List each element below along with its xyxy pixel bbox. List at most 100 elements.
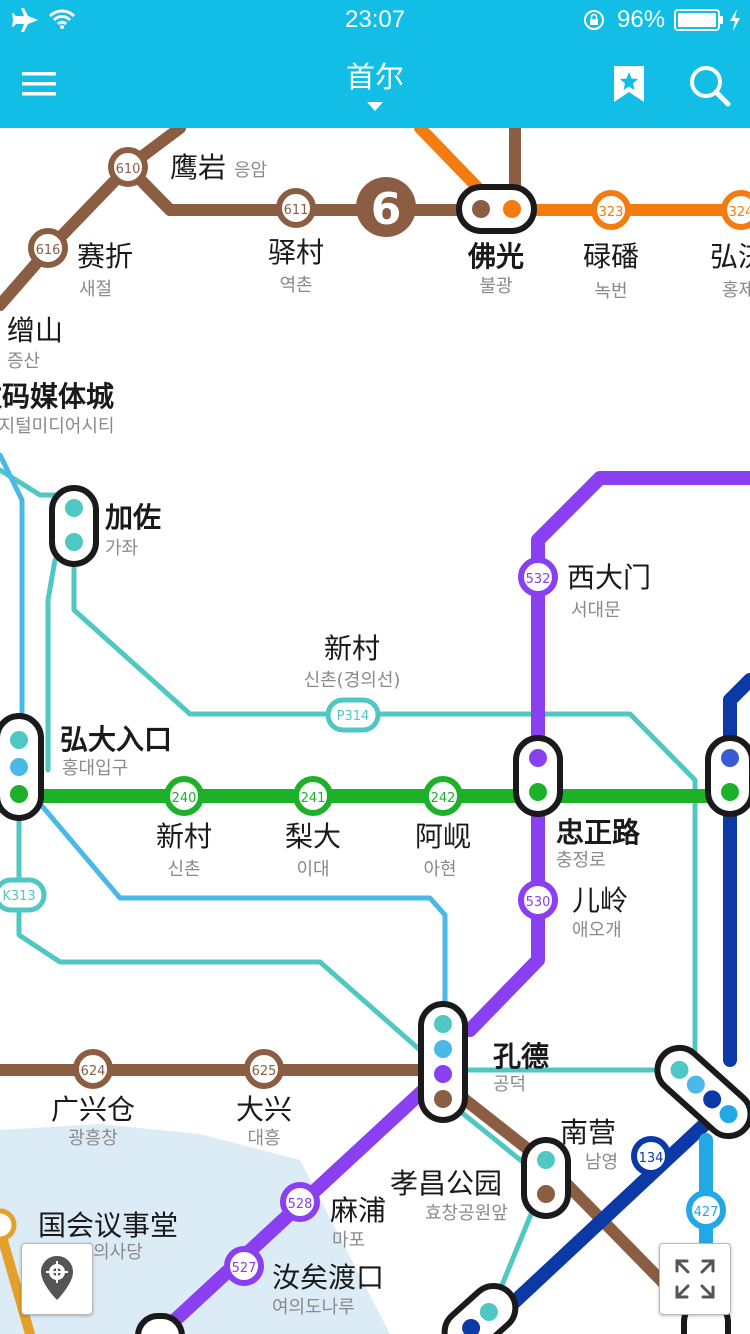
- label-sinchon-gyeongui: 新村: [324, 632, 380, 665]
- dropdown-caret-icon: [367, 102, 383, 111]
- bookmark-star-icon[interactable]: [612, 64, 646, 104]
- gyeongui-to-hongik: [45, 557, 58, 773]
- station-marker-323: [591, 190, 631, 230]
- transfer-chungjeongno: [513, 735, 563, 817]
- label-dmc-ko: 디지털미디어시티: [0, 416, 114, 437]
- label-gwangheungchang: 广兴仓: [51, 1093, 135, 1126]
- label-jeungsan: 缯山: [7, 314, 63, 347]
- station-marker-324: [721, 190, 750, 230]
- label-saejeol: 赛折: [77, 240, 133, 273]
- line5-north: [463, 471, 750, 1037]
- fullscreen-icon: [675, 1259, 715, 1299]
- label-yeouinaru-ko: 여의도나루: [272, 1297, 355, 1318]
- station-marker-610: [108, 147, 148, 187]
- label-namyeong: 南营: [560, 1116, 616, 1149]
- label-namyeong-ko: 남영: [585, 1152, 618, 1173]
- line1-south: [473, 1103, 727, 1334]
- label-eungam-ko: 응암: [234, 160, 267, 181]
- label-chungjeongno-ko: 충정로: [556, 850, 606, 871]
- station-marker-k313: [0, 877, 47, 913]
- label-saejeol-ko: 새절: [79, 279, 112, 300]
- transfer-gajwa: [49, 485, 99, 567]
- station-marker-242: [423, 776, 463, 816]
- label-nokbeon: 碌磻: [583, 240, 639, 273]
- status-bar: 23:07 96%: [0, 0, 750, 40]
- station-marker-241: [293, 776, 333, 816]
- label-chungjeongno: 忠正路: [556, 816, 641, 849]
- label-gongdeok: 孔德: [493, 1040, 549, 1073]
- gyeongui-south: [16, 787, 443, 1073]
- code-242: 242: [431, 791, 456, 806]
- transfer-yongsan: [654, 1044, 750, 1140]
- transfer-gongdeok: [418, 1001, 468, 1123]
- label-ahyeon-ko: 아현: [423, 859, 456, 880]
- locate-icon: [41, 1256, 73, 1300]
- battery-icon: [674, 9, 723, 31]
- station-marker-625: [244, 1049, 284, 1089]
- code-427: 427: [694, 1205, 719, 1220]
- label-mapo: 麻浦: [330, 1194, 386, 1227]
- label-nokbeon-ko: 녹번: [594, 281, 627, 302]
- code-241: 241: [301, 791, 326, 806]
- label-gajwa-ko: 가좌: [105, 538, 138, 559]
- label-sinchon-gyeongui-ko: 신촌(경의선): [304, 670, 401, 691]
- label-seodaemun-ko: 서대문: [571, 600, 621, 621]
- label-hyochang: 孝昌公园: [390, 1167, 502, 1200]
- locate-button[interactable]: [21, 1243, 93, 1315]
- airport-south: [17, 777, 448, 1023]
- label-yeouinaru: 汝矣渡口: [272, 1261, 384, 1294]
- station-marker-532: [518, 557, 558, 597]
- line3: [414, 128, 486, 196]
- transfer-bulgwang: [456, 184, 537, 234]
- rotation-lock-icon: [584, 10, 604, 30]
- label-sinchon-ko: 신촌: [167, 859, 200, 880]
- clock: 23:07: [345, 6, 406, 33]
- menu-icon[interactable]: [22, 70, 58, 98]
- code-p314: P314: [337, 709, 370, 724]
- code-532: 532: [526, 572, 551, 587]
- subway-map[interactable]: 610 616 611 6 323 324 532 P314 240 241 2…: [0, 128, 750, 1334]
- code-625: 625: [252, 1064, 277, 1079]
- city-title: 首尔: [345, 60, 404, 94]
- label-ewha-ko: 이대: [296, 859, 329, 880]
- code-k313: K313: [2, 889, 35, 904]
- label-mapo-ko: 마포: [332, 1230, 365, 1251]
- station-marker-134: [631, 1136, 671, 1176]
- code-610: 610: [116, 162, 141, 177]
- label-assembly: 国会议事堂: [38, 1209, 178, 1242]
- code-616: 616: [36, 243, 61, 258]
- code-624: 624: [81, 1064, 106, 1079]
- station-labels: 鹰岩 응암 赛折 새절 驿村 역촌 佛光 불광 碌磻 녹번 弘济 홍제 缯山 증…: [0, 151, 750, 1318]
- code-528: 528: [288, 1197, 313, 1212]
- station-marker-611: [276, 188, 316, 228]
- airport-west: [0, 452, 25, 743]
- code-530: 530: [526, 895, 551, 910]
- label-aeogae: 儿岭: [572, 884, 628, 917]
- city-selector[interactable]: 首尔: [325, 54, 425, 116]
- label-yeokchon-ko: 역촌: [279, 275, 312, 296]
- nav-bar: 首尔: [0, 40, 750, 128]
- label-seodaemun: 西大门: [567, 561, 651, 594]
- orange-west: [0, 1225, 35, 1334]
- label-daeheung: 大兴: [236, 1093, 292, 1126]
- label-hyochang-ko: 효창공원앞: [425, 1203, 508, 1224]
- code-134: 134: [639, 1151, 664, 1166]
- label-hongik: 弘大入口: [60, 723, 172, 756]
- line6-badge-text: 6: [371, 184, 402, 235]
- airplane-icon: [12, 8, 38, 32]
- battery-percent: 96%: [617, 6, 666, 33]
- label-aeogae-ko: 애오개: [572, 920, 622, 941]
- label-ahyeon: 阿岘: [415, 820, 471, 853]
- label-yeokchon: 驿村: [268, 236, 324, 269]
- code-611: 611: [284, 203, 309, 218]
- code-324: 324: [729, 205, 750, 220]
- search-icon[interactable]: [688, 64, 732, 108]
- line6-badge: [356, 177, 416, 237]
- fullscreen-button[interactable]: [659, 1243, 731, 1315]
- code-240: 240: [172, 791, 197, 806]
- label-hongje-ko: 홍제: [722, 280, 750, 301]
- station-marker-616: [28, 228, 68, 268]
- code-527: 527: [232, 1261, 257, 1276]
- station-marker-p314: [325, 697, 381, 733]
- label-daeheung-ko: 대흥: [247, 1128, 280, 1149]
